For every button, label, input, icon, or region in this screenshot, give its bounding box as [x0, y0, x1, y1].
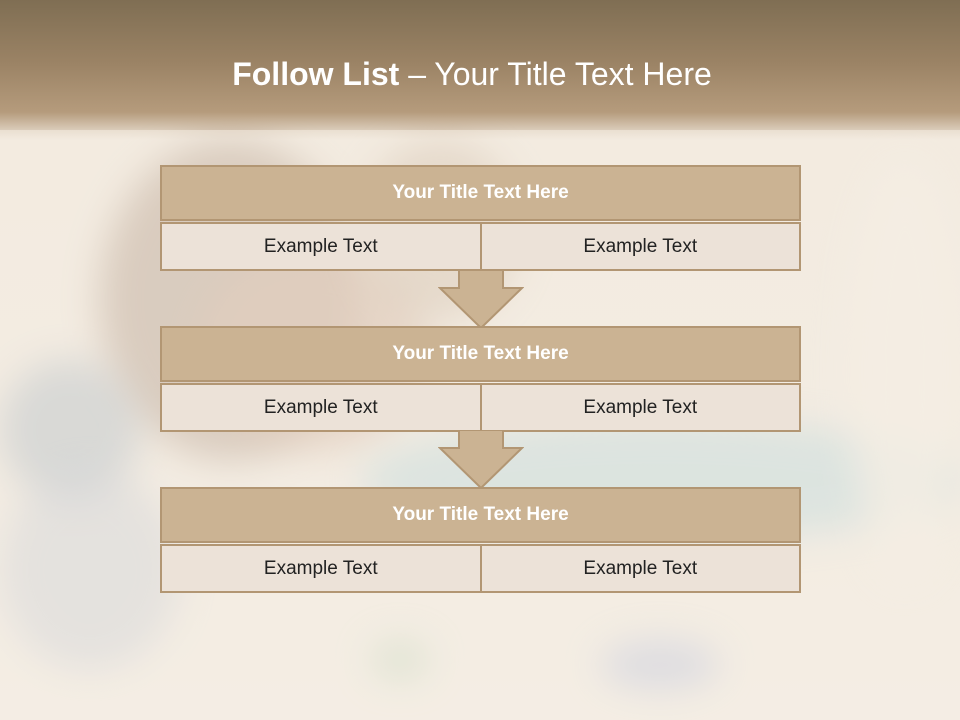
step-block-cell-right: Example Text: [481, 383, 801, 432]
header-band: [0, 0, 960, 140]
step-block-title: Your Title Text Here: [160, 487, 801, 543]
step-block-title: Your Title Text Here: [160, 326, 801, 382]
step-block-row: Example Text Example Text: [160, 222, 801, 271]
step-block-cell-left: Example Text: [160, 383, 482, 432]
step-block-cell-right: Example Text: [481, 544, 801, 593]
step-block-cell-right: Example Text: [481, 222, 801, 271]
step-block-row: Example Text Example Text: [160, 544, 801, 593]
slide-title: Follow List – Your Title Text Here: [0, 56, 944, 93]
step-block-title: Your Title Text Here: [160, 165, 801, 221]
down-arrow-icon: [438, 430, 524, 490]
step-block-1: Your Title Text Here Example Text Exampl…: [160, 165, 801, 271]
down-arrow-icon: [438, 270, 524, 330]
slide-title-bold: Follow List: [232, 56, 400, 92]
slide-title-rest: – Your Title Text Here: [399, 56, 712, 92]
step-block-2: Your Title Text Here Example Text Exampl…: [160, 326, 801, 432]
step-block-cell-left: Example Text: [160, 222, 482, 271]
step-block-row: Example Text Example Text: [160, 383, 801, 432]
step-block-cell-left: Example Text: [160, 544, 482, 593]
step-block-3: Your Title Text Here Example Text Exampl…: [160, 487, 801, 593]
